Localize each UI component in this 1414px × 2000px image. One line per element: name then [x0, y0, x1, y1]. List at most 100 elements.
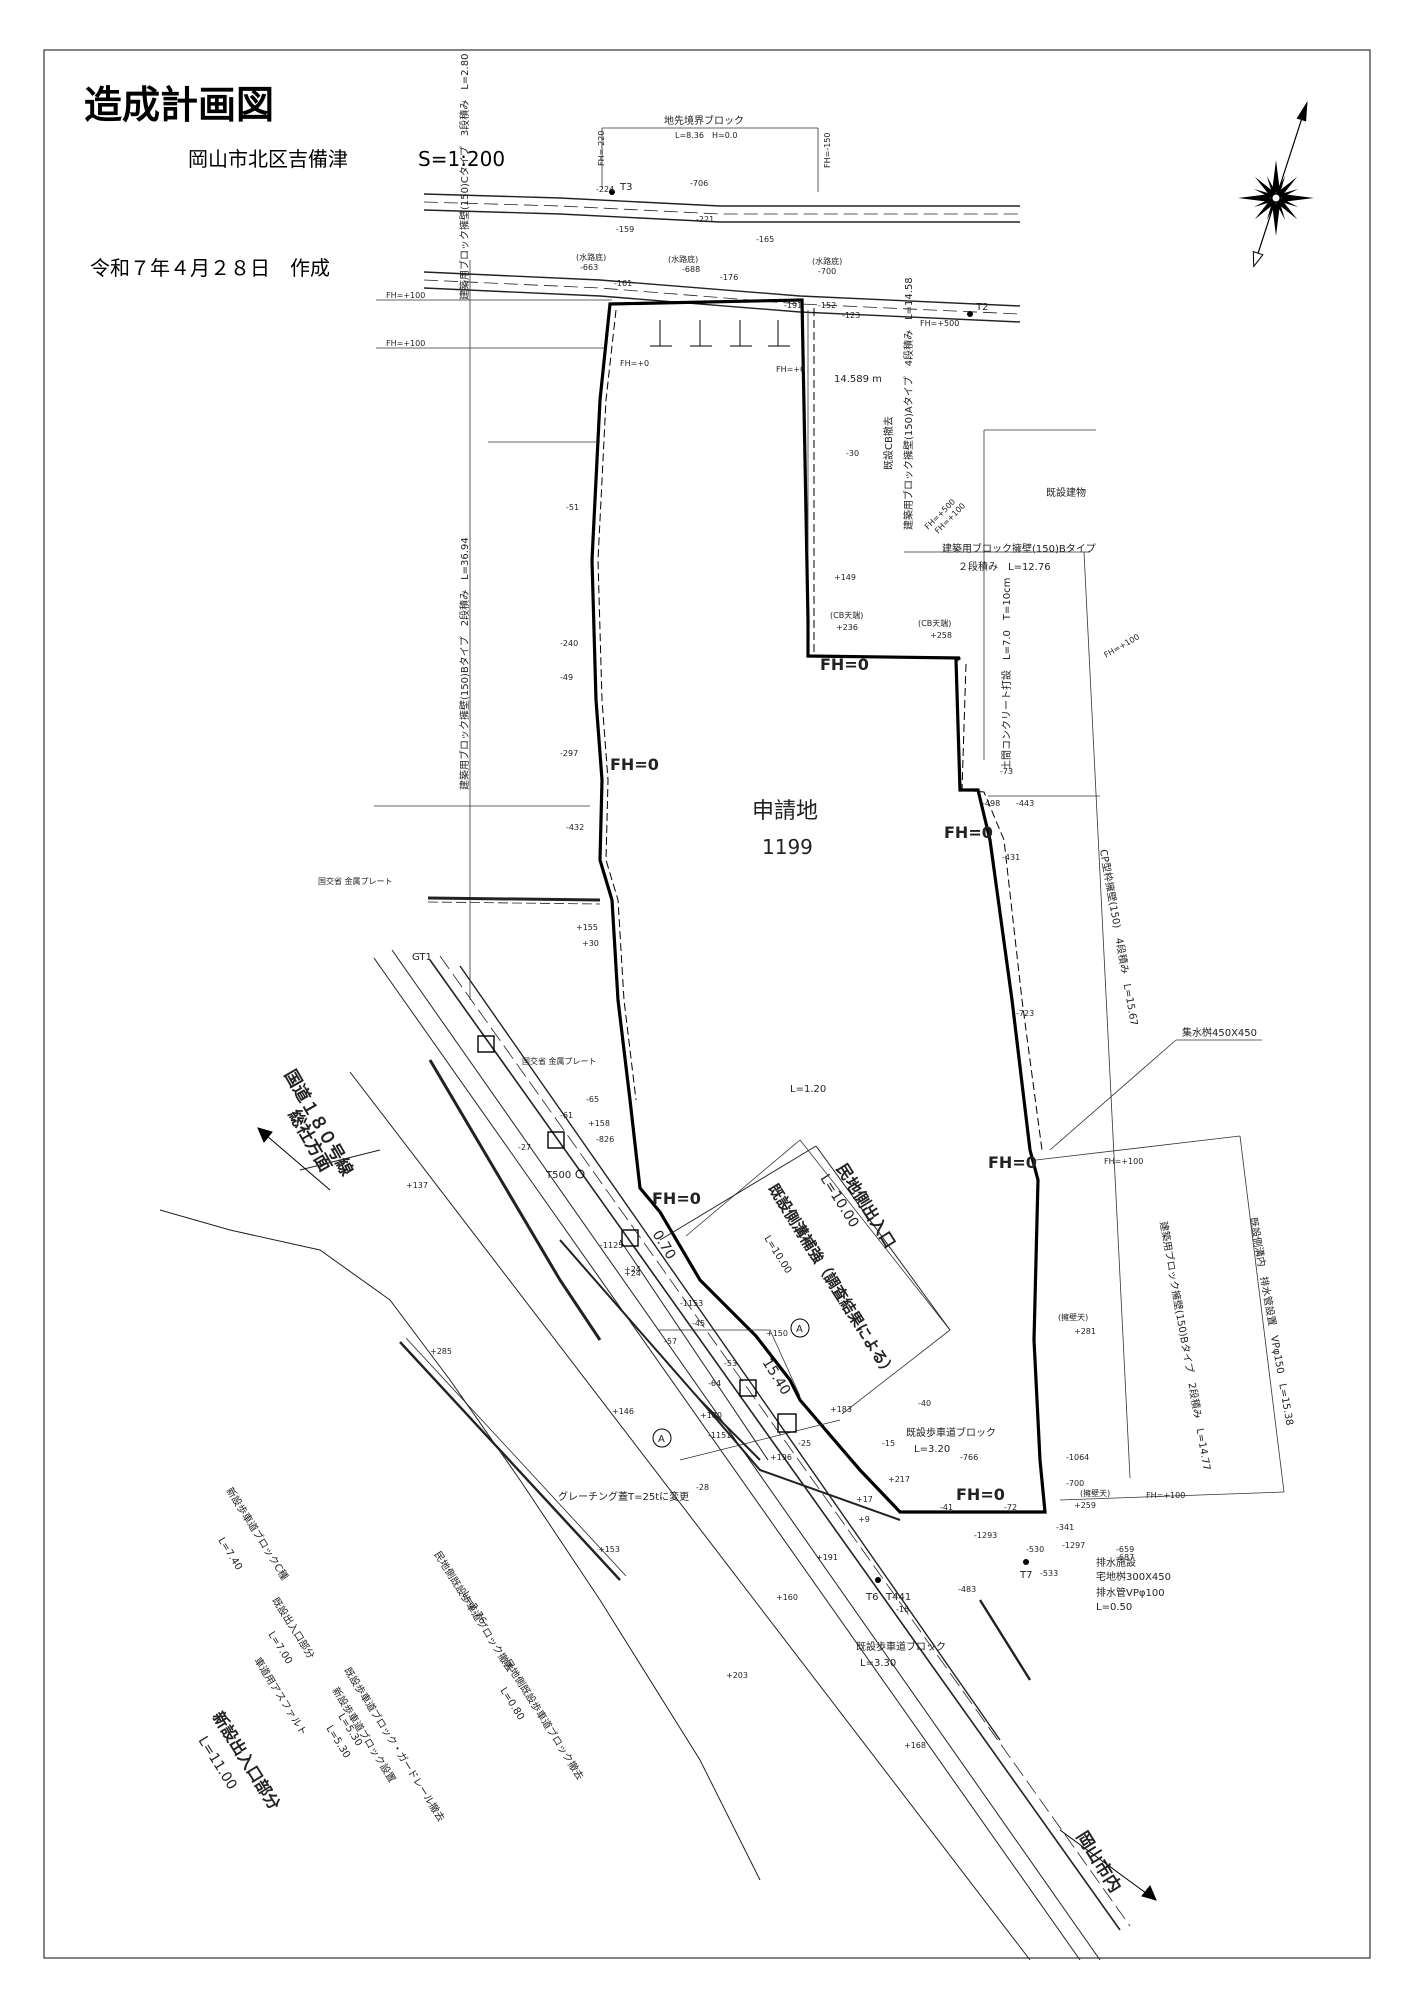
city-direction-label: 岡山市内: [1072, 1828, 1126, 1897]
direction-arrows: [257, 1127, 1157, 1901]
sidewalk-c-len: L=7.40: [215, 1536, 244, 1573]
elevation: -15: [882, 1439, 895, 1448]
fh-top-right: FH=-150: [823, 133, 832, 168]
elevation: -53: [724, 1359, 737, 1368]
elevation: -61: [560, 1111, 573, 1120]
elevation: -240: [560, 639, 578, 648]
elevation: -1153: [680, 1299, 703, 1308]
mark-a-circle-2: [652, 1428, 672, 1448]
parcel-label: 申請地: [752, 799, 818, 824]
elevation: +153: [598, 1545, 620, 1554]
elevation: -1151: [708, 1431, 731, 1440]
waterway-label-3: (水路底): [812, 256, 842, 266]
plate-1-label: 国交省 金属プレート: [318, 876, 393, 886]
elevation: +158: [588, 1119, 610, 1128]
sidewalk-2-len: L=3.30: [860, 1658, 896, 1669]
station-t500: T500: [545, 1170, 571, 1181]
elevation: -700: [1066, 1479, 1084, 1488]
block-remove-2-label: 民地側既設歩車道ブロック撤去: [501, 1657, 586, 1783]
fh-label-0-lower-left: FH=0: [652, 1189, 701, 1208]
elevation: +183: [830, 1405, 852, 1414]
l-120-label: L=1.20: [790, 1084, 826, 1095]
elevation: +160: [776, 1593, 798, 1602]
elevation: -191: [784, 301, 802, 310]
concrete-slab-label: 土間コンクリート打設 L=7.0 T=10cm: [1000, 578, 1013, 770]
elevation: -443: [1016, 799, 1034, 808]
drawing-title: 造成計画図: [84, 83, 274, 127]
elevation: +281: [1074, 1327, 1096, 1336]
fh-top-left: FH=-220: [597, 131, 606, 166]
fh-label-0-right-lower: FH=0: [988, 1153, 1037, 1172]
dimension-top-label: 14.589 m: [834, 374, 882, 385]
elevation: -65: [586, 1095, 599, 1104]
elevation: -25: [798, 1439, 811, 1448]
wall-right-mid-label: 建築用ブロック擁壁(150)Bタイプ: [942, 542, 1096, 555]
elevation: +285: [430, 1347, 452, 1356]
elevation: -41: [940, 1503, 953, 1512]
elevation: -123: [842, 311, 860, 320]
elevation: -1297: [1062, 1541, 1085, 1550]
elevation: -341: [1056, 1523, 1074, 1532]
elevation: -161: [614, 279, 632, 288]
elevation: -483: [958, 1585, 976, 1594]
drain-pipe-label: 排水管VPφ100: [1096, 1586, 1165, 1599]
sheet-border: [43, 49, 1371, 1959]
elevation: -659: [1116, 1545, 1134, 1554]
elevation: -221: [696, 215, 714, 224]
elevation: +30: [582, 939, 599, 948]
elevation-values: -224 -706 -159 -221 -165 -663 -688 -700 …: [406, 179, 1134, 1750]
fh-label-0-right-mid: FH=0: [944, 823, 993, 842]
elevation: +24: [624, 1269, 641, 1278]
sidewalk-1-label: 既設歩車道ブロック: [906, 1426, 996, 1439]
wall-right-top-a-label: 既設CB撤去: [882, 416, 895, 470]
station-t441: T441: [885, 1592, 911, 1603]
elevation: -826: [596, 1135, 614, 1144]
elevation: -16: [896, 1605, 909, 1614]
elevation: -1293: [974, 1531, 997, 1540]
sidewalk-2-label: 既設歩車道ブロック: [856, 1640, 946, 1653]
top-waterway: [423, 193, 1021, 323]
elevation: -687: [1116, 1553, 1134, 1562]
fh-label-0-bottom: FH=0: [956, 1485, 1005, 1504]
elevation: +146: [612, 1407, 634, 1416]
fh-label-100-b: FH=+100: [386, 339, 425, 348]
fh-label-0-top-left: FH=+0: [620, 359, 649, 368]
elevation: -57: [664, 1337, 677, 1346]
elevation: -64: [708, 1379, 721, 1388]
existing-entrance-len: L=7.00: [265, 1630, 294, 1667]
wall-left-top-label: 建築用ブロック擁壁(150)Cタイプ 3段積み L=2.80: [458, 54, 471, 300]
station-t7: T7: [1019, 1570, 1032, 1581]
elevation: -28: [696, 1483, 709, 1492]
fh-label-0-top-right: FH=+0: [776, 365, 805, 374]
elevation: -663: [580, 263, 598, 272]
fh-label-100-a: FH=+100: [386, 291, 425, 300]
elevation: -700: [818, 267, 836, 276]
elevation: -152: [818, 301, 836, 310]
elevation: -533: [1040, 1569, 1058, 1578]
elevation: -432: [566, 823, 584, 832]
north-compass-icon: [1238, 100, 1314, 268]
elevation: -1064: [1066, 1453, 1089, 1462]
fh-label-500-top: FH=+500: [920, 319, 959, 328]
elevation: -45: [692, 1319, 705, 1328]
elevation: -498: [982, 799, 1000, 808]
house-basin-label: 宅地桝300X450: [1096, 1570, 1171, 1583]
elevation: -297: [560, 749, 578, 758]
elevation: -723: [1016, 1009, 1034, 1018]
top-block-spec: L=8.36 H=0.0: [675, 131, 737, 140]
station-t6: T6: [865, 1592, 878, 1603]
tree-symbols: [650, 320, 790, 347]
plate-2-label: 国交省 金属プレート: [522, 1056, 597, 1066]
elevation: +17: [856, 1495, 873, 1504]
asphalt-label: 車道用アスファルト: [251, 1655, 310, 1738]
cb-top-label-1: (CB天端): [830, 610, 863, 620]
fh-label-0-cb: FH=0: [820, 655, 869, 674]
elevation: +196: [770, 1453, 792, 1462]
grating-label: グレーチング蓋T=25tに変更: [558, 1490, 689, 1503]
elevation: +259: [1074, 1501, 1096, 1510]
elevation: -27: [518, 1143, 531, 1152]
elevation: +155: [576, 923, 598, 932]
wall-right-top-b-label: 建築用ブロック擁壁(150)Aタイプ 4段積み L=14.58: [902, 277, 915, 530]
elevation: -431: [1002, 853, 1020, 862]
mark-a-1: A: [796, 1324, 803, 1335]
